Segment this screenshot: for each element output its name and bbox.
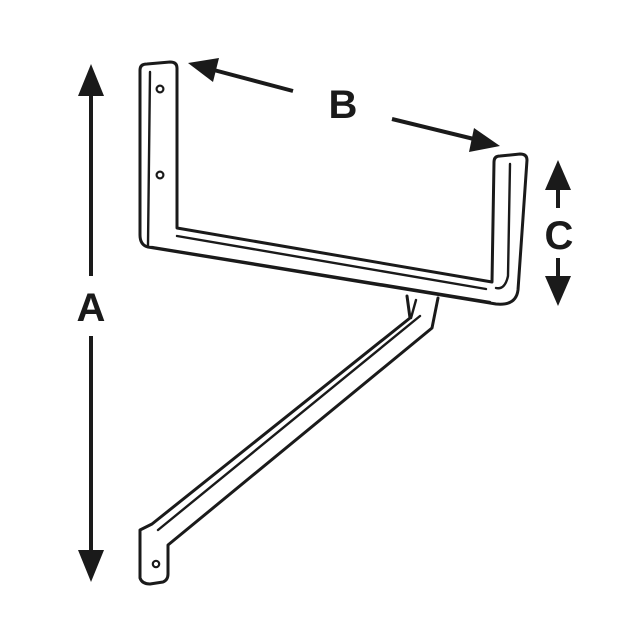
dimension-a-label: A <box>77 286 106 330</box>
dimension-c-arrowhead-bottom <box>545 276 571 306</box>
dimension-c-arrow <box>545 160 571 306</box>
dimension-b-arrowhead-right <box>469 128 500 152</box>
dimension-b-label: B <box>329 83 358 127</box>
dimension-b-arrow <box>188 58 500 152</box>
bracket-drawing <box>138 60 529 586</box>
middle-mounting-hole <box>155 170 165 180</box>
strut-mounting-hole <box>151 559 161 569</box>
dimension-b-arrowhead-left <box>188 58 219 82</box>
u-cradle <box>138 60 529 306</box>
dimension-a-arrowhead-bottom <box>78 550 104 582</box>
dimension-a-arrowhead-top <box>78 64 104 96</box>
top-mounting-hole <box>155 84 165 94</box>
dimension-c-arrowhead-top <box>545 160 571 190</box>
support-strut <box>138 294 440 586</box>
dimension-a-arrow <box>78 64 104 582</box>
dimension-c-label: C <box>545 214 574 258</box>
